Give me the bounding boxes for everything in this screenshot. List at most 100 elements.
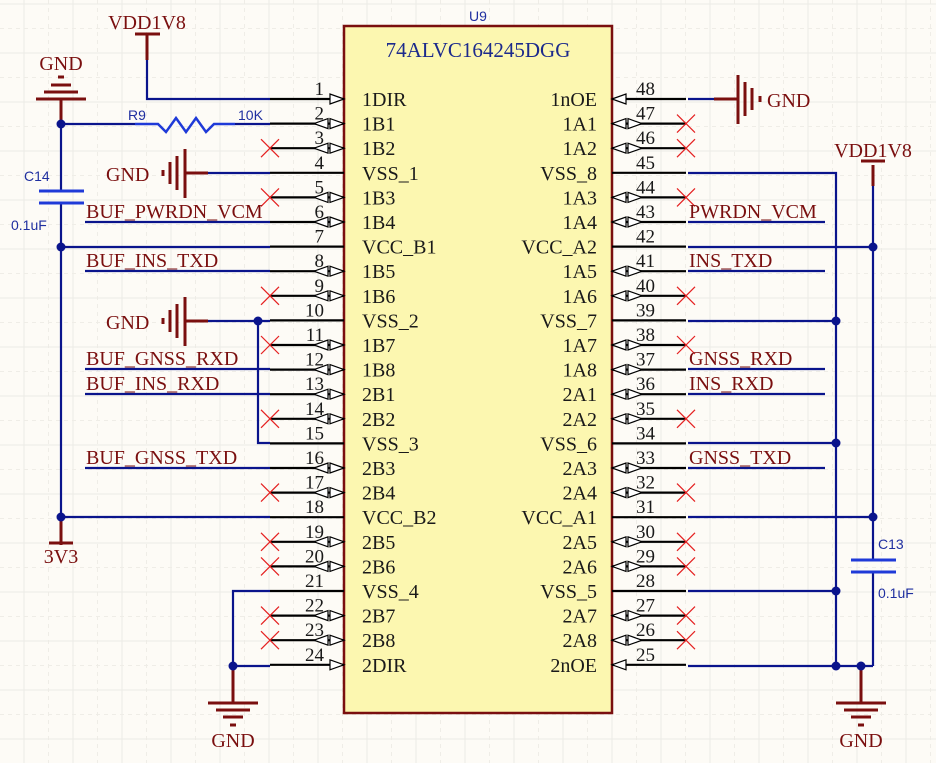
pin-input-arrow-icon	[627, 388, 644, 401]
pin-input-arrow-icon	[610, 486, 627, 499]
net-label-ins-txd[interactable]: INS_TXD	[689, 250, 772, 272]
resistor-r9[interactable]: R9 10K	[128, 107, 264, 135]
pin-number: 40	[636, 276, 655, 297]
no-connect-icon	[676, 556, 696, 576]
pin-input-arrow-icon	[312, 388, 329, 401]
ic-body[interactable]	[342, 24, 614, 715]
pin-input-arrow-icon	[610, 560, 627, 573]
wire-vss-right-rail[interactable]	[688, 171, 838, 666]
power-port-gnd-pin10[interactable]: GND	[106, 297, 187, 346]
wire-pin15[interactable]	[256, 321, 270, 445]
net-label-pwrdn-vcm[interactable]: PWRDN_VCM	[689, 201, 817, 223]
power-port-gnd-top-left[interactable]: GND	[36, 53, 86, 101]
junction	[831, 661, 841, 671]
junction	[56, 512, 66, 522]
junction	[868, 242, 878, 252]
pin-number: 38	[636, 325, 655, 346]
capacitor-c14[interactable]: C14 0.1uF	[11, 168, 84, 233]
power-port-3v3[interactable]: 3V3	[44, 541, 78, 568]
power-port-gnd-bottom-left[interactable]: GND	[208, 701, 258, 752]
power-port-vdd-top-left[interactable]: VDD1V8	[108, 12, 186, 60]
net-label-buf-gnss-txd[interactable]: BUF_GNSS_TXD	[86, 447, 237, 469]
wire-vdd-pin1[interactable]	[145, 60, 270, 101]
pin-number: 3	[315, 128, 325, 149]
pin-number: 15	[305, 423, 324, 444]
power-label: GND	[211, 730, 254, 752]
power-label: VDD1V8	[834, 140, 912, 162]
pin-name: 2B6	[362, 556, 395, 578]
power-port-gnd-pin48[interactable]: GND	[736, 75, 810, 124]
net-label-gnss-txd[interactable]: GNSS_TXD	[689, 447, 791, 469]
net-label-buf-gnss-rxd[interactable]: BUF_GNSS_RXD	[86, 348, 238, 370]
wire-pin21-24[interactable]	[231, 589, 270, 668]
pin-input-arrow-icon	[329, 658, 346, 671]
net-label-ins-rxd[interactable]: INS_RXD	[689, 373, 773, 395]
power-label: VDD1V8	[108, 12, 186, 34]
net-label-buf-pwrdn-vcm[interactable]: BUF_PWRDN_VCM	[86, 201, 263, 223]
pin-input-arrow-icon	[627, 191, 644, 204]
power-port-gnd-pin4[interactable]: GND	[106, 149, 187, 198]
power-port-vdd-right[interactable]: VDD1V8	[834, 140, 912, 163]
pin-input-arrow-icon	[627, 535, 644, 548]
pin-number: 44	[636, 177, 656, 198]
net-label-gnss-rxd[interactable]: GNSS_RXD	[689, 348, 792, 370]
capacitor-c13[interactable]: C13 0.1uF	[851, 536, 914, 601]
power-port-gnd-bottom-right[interactable]: GND	[836, 701, 886, 752]
pin-name: 1A1	[563, 114, 597, 136]
no-connect-icon	[676, 630, 696, 650]
net-label-buf-ins-txd[interactable]: BUF_INS_TXD	[86, 250, 218, 272]
no-connect-icon	[676, 138, 696, 158]
net-label-buf-ins-rxd[interactable]: BUF_INS_RXD	[86, 373, 219, 395]
